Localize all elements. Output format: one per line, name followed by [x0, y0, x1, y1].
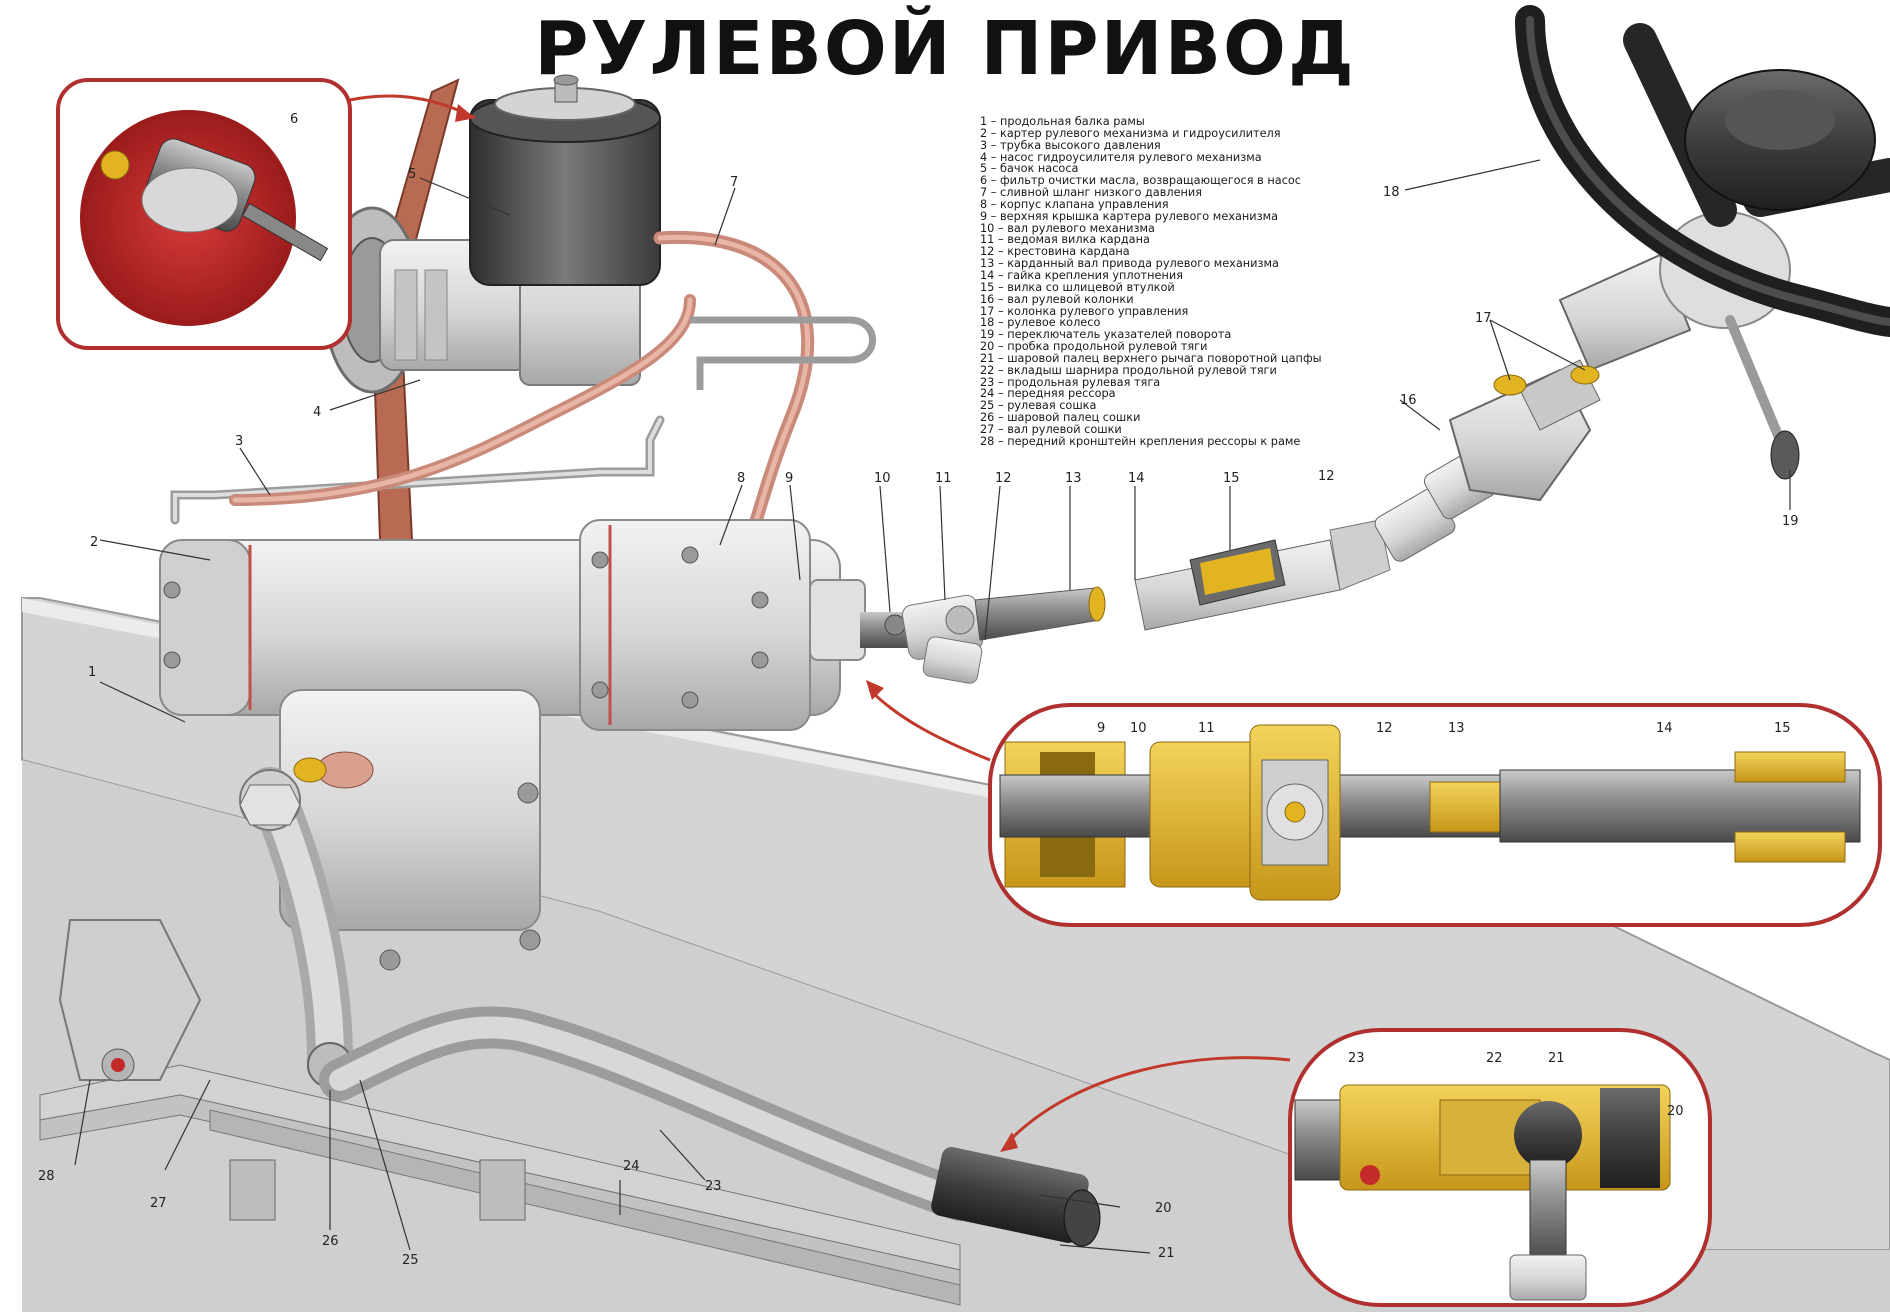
legend-item-13: 13 – карданный вал привода рулевого меха…: [980, 257, 1279, 271]
callout-10: 10: [874, 471, 891, 486]
callout-11: 11: [935, 471, 952, 486]
callout-5: 5: [408, 167, 416, 182]
parts-legend: 1 – продольная балка рамы 2 – картер рул…: [980, 116, 1322, 448]
high-pressure-tube: [170, 415, 665, 525]
filter-inset: [56, 78, 352, 350]
turn-signal-lever: [1725, 315, 1800, 480]
legend-item-17: 17 – колонка рулевого управления: [980, 304, 1189, 318]
shaft-inset-label-14: 14: [1656, 721, 1673, 736]
callout-19: 19: [1782, 514, 1799, 529]
steering-gear-shaft: [860, 612, 910, 648]
callout-6: 6: [290, 112, 298, 127]
steering-column: [1448, 211, 1791, 502]
callout-13: 13: [1065, 471, 1082, 486]
callout-27: 27: [150, 1196, 167, 1211]
legend-item-18: 18 – рулевое колесо: [980, 316, 1101, 330]
legend-item-22: 22 – вкладыш шарнира продольной рулевой …: [980, 363, 1277, 377]
steering-gear-housing: [159, 519, 866, 931]
legend-item-6: 6 – фильтр очистки масла, возвращающегос…: [980, 174, 1302, 188]
callout-23: 23: [705, 1179, 722, 1194]
legend-item-20: 20 – пробка продольной рулевой тяги: [980, 340, 1208, 354]
shaft-inset-label-10: 10: [1130, 721, 1147, 736]
drag-link: [319, 1006, 1101, 1247]
cardan-shaft: [974, 586, 1106, 641]
callout-1: 1: [88, 665, 96, 680]
legend-item-1: 1 – продольная балка рамы: [980, 115, 1145, 128]
legend-item-11: 11 – ведомая вилка кардана: [980, 233, 1150, 247]
callout-12b: 12: [1318, 469, 1335, 484]
legend-item-14: 14 – гайка крепления уплотнения: [980, 268, 1184, 282]
legend-item-26: 26 – шаровой палец сошки: [980, 411, 1141, 425]
housing-bolts: [163, 546, 769, 971]
callout-28: 28: [38, 1169, 55, 1184]
callout-14: 14: [1128, 471, 1145, 486]
page-title: РУЛЕВОЙ ПРИВОД: [534, 6, 1356, 92]
legend-item-15: 15 – вилка со шлицевой втулкой: [980, 280, 1175, 294]
callout-16: 16: [1400, 393, 1417, 408]
cardan-joint-lower: [901, 594, 984, 684]
callout-21: 21: [1158, 1246, 1175, 1261]
legend-item-4: 4 – насос гидроусилителя рулевого механи…: [980, 150, 1262, 164]
callout-25: 25: [402, 1253, 419, 1268]
callout-18: 18: [1383, 185, 1400, 200]
legend-item-27: 27 – вал рулевой сошки: [980, 422, 1122, 436]
shaft-inset-label-11: 11: [1198, 721, 1215, 736]
callout-17: 17: [1475, 311, 1492, 326]
splined-sleeve: [1134, 519, 1391, 631]
callout-8: 8: [737, 471, 745, 486]
steering-wheel: [1515, 5, 1890, 337]
ball-joint-inset-arrow: [1008, 1056, 1291, 1142]
spring-front-bracket: [58, 919, 202, 1082]
joint-inset-label-21: 21: [1548, 1051, 1565, 1066]
shaft-inset-arrowhead: [866, 680, 884, 700]
callout-2: 2: [90, 535, 98, 550]
pitman-shaft-collar: [293, 751, 374, 789]
shaft-inset-label-12: 12: [1376, 721, 1393, 736]
callout-3: 3: [235, 434, 243, 449]
legend-item-9: 9 – верхняя крышка картера рулевого меха…: [980, 209, 1279, 223]
leaf-spring: [39, 1064, 961, 1306]
callout-20: 20: [1155, 1201, 1172, 1216]
legend-item-25: 25 – рулевая сошка: [980, 399, 1097, 413]
leader-lines: [74, 159, 1791, 1254]
legend-item-16: 16 – вал рулевой колонки: [980, 292, 1134, 306]
loop-tube: [690, 316, 876, 390]
legend-item-2: 2 – картер рулевого механизма и гидроуси…: [980, 126, 1281, 140]
return-hose: [653, 230, 815, 547]
legend-item-8: 8 – корпус клапана управления: [980, 197, 1169, 211]
legend-item-24: 24 – передняя рессора: [980, 387, 1116, 401]
legend-item-7: 7 – сливной шланг низкого давления: [980, 186, 1203, 200]
joint-inset-label-20: 20: [1667, 1104, 1684, 1119]
shaft-inset-arrow: [868, 688, 991, 762]
callout-4: 4: [313, 405, 321, 420]
legend-item-28: 28 – передний кронштейн крепления рессор…: [980, 434, 1301, 448]
ball-joint-inset-arrowhead: [1000, 1132, 1018, 1152]
callout-26: 26: [322, 1234, 339, 1249]
pressure-hose: [229, 294, 696, 506]
joint-inset-label-22: 22: [1486, 1051, 1503, 1066]
ball-joint-inset: [1288, 1028, 1712, 1307]
shaft-inset-label-15: 15: [1774, 721, 1791, 736]
callout-24: 24: [623, 1159, 640, 1174]
legend-item-21: 21 – шаровой палец верхнего рычага повор…: [980, 351, 1322, 365]
legend-item-5: 5 – бачок насоса: [980, 162, 1079, 176]
legend-item-3: 3 – трубка высокого давления: [980, 138, 1161, 152]
joint-inset-label-23: 23: [1348, 1051, 1365, 1066]
callout-12: 12: [995, 471, 1012, 486]
shaft-inset: [988, 703, 1882, 927]
callout-7: 7: [730, 175, 738, 190]
legend-item-19: 19 – переключатель указателей поворота: [980, 328, 1232, 342]
filter-inset-arrowhead: [455, 104, 475, 122]
legend-item-23: 23 – продольная рулевая тяга: [980, 375, 1161, 389]
shaft-inset-label-9: 9: [1097, 721, 1105, 736]
callout-15: 15: [1223, 471, 1240, 486]
legend-item-12: 12 – крестовина кардана: [980, 245, 1130, 259]
callout-9: 9: [785, 471, 793, 486]
shaft-inset-label-13: 13: [1448, 721, 1465, 736]
pitman-arm: [239, 767, 353, 1088]
pump-reservoir: [469, 74, 661, 286]
legend-item-10: 10 – вал рулевого механизма: [980, 221, 1155, 235]
